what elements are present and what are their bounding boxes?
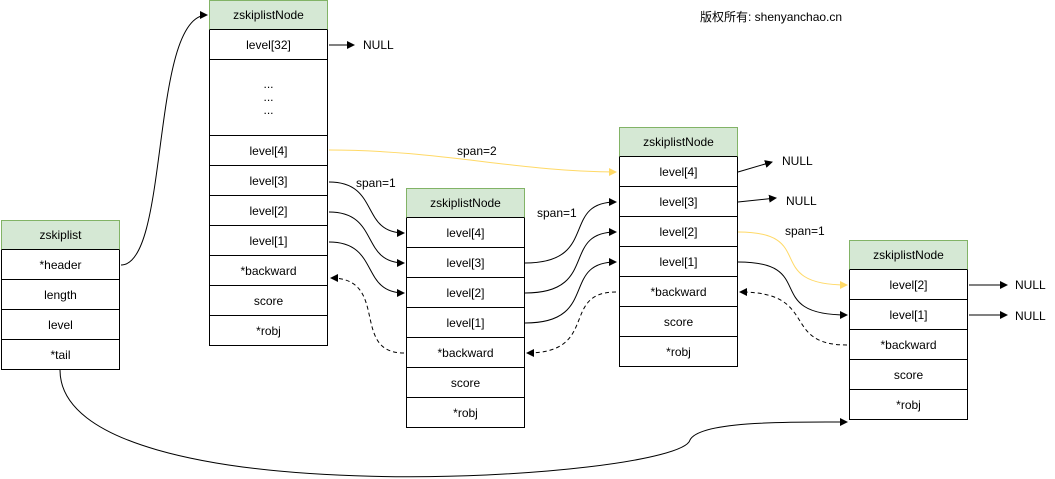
header-node-title: zskiplistNode [209,0,328,30]
node2-l3-null-edge [737,194,777,203]
null-label-node2-l4: NULL [782,154,813,168]
null-label-node2-l3: NULL [786,194,817,208]
node2-backward: *backward [619,277,738,307]
header-node-score: score [209,286,328,316]
header-node: zskiplistNode level[32] ... ... ... leve… [209,0,328,346]
header-pointer-edge [120,11,208,266]
node2-title: zskiplistNode [619,127,738,157]
node1-score: score [406,368,525,398]
header-node-ellipsis: ... ... ... [209,60,328,136]
node2-level1: level[1] [619,247,738,277]
node3-robj: *robj [849,390,968,420]
node2-level2: level[2] [619,217,738,247]
zskiplist-tail-field: *tail [1,340,120,370]
header-node-backward: *backward [209,256,328,286]
header-node-level32: level[32] [209,30,328,60]
span2-label: span=2 [457,144,497,158]
node2-robj: *robj [619,337,738,367]
node1-l2-edge [524,228,617,294]
null-label-node3-l2: NULL [1015,278,1046,292]
header-node-level2: level[2] [209,196,328,226]
node3-backward-edge [739,288,848,346]
ellipsis-2: ... [263,90,274,104]
null-label-node3-l1: NULL [1015,309,1046,323]
header-l2-edge [328,211,405,267]
node1-level3: level[3] [406,248,525,278]
header-l3-edge [328,181,405,237]
node2-backward-edge [526,291,617,357]
node1-title: zskiplistNode [406,188,525,218]
watermark: 版权所有: shenyanchao.cn [700,10,843,24]
node1-level1: level[1] [406,308,525,338]
header-node-robj: *robj [209,316,328,346]
tail-pointer-edge [59,369,848,478]
node2-level3: level[3] [619,187,738,217]
ellipsis-1: ... [263,77,274,91]
span1-label-node2: span=1 [785,224,825,238]
zskiplist-header-field: *header [1,250,120,280]
node2-l2-span1-edge [737,231,848,289]
node3-level1: level[1] [849,300,968,330]
node1-backward-edge [330,274,405,354]
header-l4-span2-edge [328,149,617,176]
node3-backward: *backward [849,330,968,360]
node1-l3-edge [524,198,617,264]
node1-robj: *robj [406,398,525,428]
node1-l1-edge [524,258,617,324]
node1-backward: *backward [406,338,525,368]
header-node-level4: level[4] [209,136,328,166]
header-l1-edge [328,241,405,297]
node3-score: score [849,360,968,390]
node3-level2: level[2] [849,270,968,300]
node2-score: score [619,307,738,337]
ellipsis-3: ... [263,103,274,117]
node2-l1-edge [737,261,848,319]
zskiplist-title: zskiplist [1,220,120,250]
node1-level4: level[4] [406,218,525,248]
zskiplist-length-field: length [1,280,120,310]
node-3: zskiplistNode level[2] level[1] *backwar… [849,240,968,420]
span1-label-header: span=1 [356,176,396,190]
header-node-level3: level[3] [209,166,328,196]
node-1: zskiplistNode level[4] level[3] level[2]… [406,188,525,428]
zskiplist-level-field: level [1,310,120,340]
span1-label-node1: span=1 [537,206,577,220]
header-node-level1: level[1] [209,226,328,256]
node1-level2: level[2] [406,278,525,308]
node2-level4: level[4] [619,157,738,187]
node3-title: zskiplistNode [849,240,968,270]
null-label-level32: NULL [363,38,394,52]
zskiplist-struct: zskiplist *header length level *tail [1,220,120,370]
node-2: zskiplistNode level[4] level[3] level[2]… [619,127,738,367]
node2-l4-null-edge [737,160,773,173]
